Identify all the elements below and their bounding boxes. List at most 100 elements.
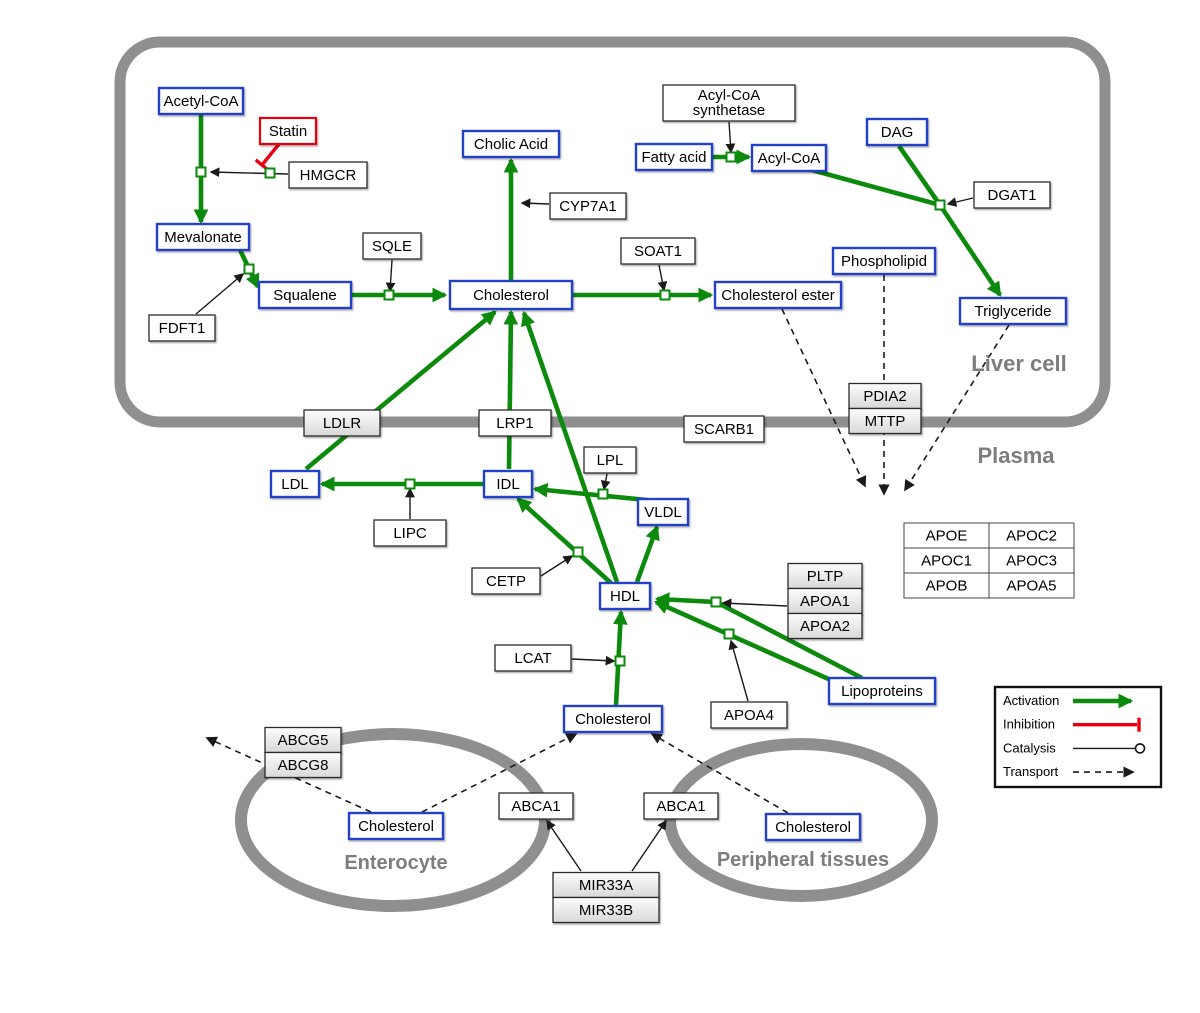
node-label: HDL bbox=[610, 588, 640, 605]
node-label: DGAT1 bbox=[988, 187, 1037, 204]
edge-hdl-to-idl bbox=[516, 497, 613, 585]
node-abca1-enterocyte[interactable]: ABCA1 bbox=[498, 792, 574, 820]
node-phospholipid[interactable]: Phospholipid bbox=[831, 246, 937, 276]
edge-dgat1-junction-to-triglyceride bbox=[938, 203, 1002, 297]
reaction-junction bbox=[597, 488, 609, 500]
node-label: Cholic Acid bbox=[474, 136, 548, 153]
node-pdia2[interactable]: PDIA2 bbox=[848, 382, 922, 410]
node-label: Lipoproteins bbox=[841, 683, 923, 700]
node-cholic-acid[interactable]: Cholic Acid bbox=[461, 129, 561, 159]
edge-soat1-catalysis bbox=[657, 264, 668, 292]
apo-cell-apoe[interactable]: APOE bbox=[903, 522, 990, 549]
node-mir33b[interactable]: MIR33B bbox=[552, 896, 660, 924]
node-hdl[interactable]: HDL bbox=[598, 581, 652, 611]
node-apoa4[interactable]: APOA4 bbox=[710, 701, 788, 729]
node-apoa2[interactable]: APOA2 bbox=[787, 612, 863, 640]
node-abcg5[interactable]: ABCG5 bbox=[264, 726, 342, 754]
node-cholesterol-peripheral[interactable]: Cholesterol bbox=[764, 812, 862, 842]
enterocyte-membrane bbox=[235, 728, 551, 912]
edge-apoa4-catalysis bbox=[728, 639, 749, 702]
edge-vldl-to-idl bbox=[532, 482, 648, 503]
node-fatty-acid[interactable]: Fatty acid bbox=[634, 142, 714, 172]
node-label: Squalene bbox=[273, 287, 336, 304]
node-label: SOAT1 bbox=[634, 243, 682, 260]
node-label: MTTP bbox=[865, 413, 906, 430]
node-squalene[interactable]: Squalene bbox=[257, 280, 353, 310]
apo-cell-label: APOB bbox=[926, 578, 968, 595]
node-label: LRP1 bbox=[496, 415, 534, 432]
node-label: ABCG8 bbox=[278, 757, 329, 774]
edge-dag-to-dgat1-junction bbox=[897, 144, 942, 207]
node-dag[interactable]: DAG bbox=[865, 117, 929, 147]
node-acyl-coa[interactable]: Acyl-CoA bbox=[750, 143, 828, 173]
peripheral-tissues-label: Peripheral tissues bbox=[717, 849, 889, 871]
apo-cell-apoa5[interactable]: APOA5 bbox=[988, 572, 1075, 599]
edge-hmgcr-catalysis bbox=[209, 167, 289, 178]
node-label: APOA2 bbox=[800, 618, 850, 635]
node-idl[interactable]: IDL bbox=[482, 469, 534, 499]
node-pltp[interactable]: PLTP bbox=[787, 562, 863, 590]
node-scarb1[interactable]: SCARB1 bbox=[683, 415, 765, 443]
node-cyp7a1[interactable]: CYP7A1 bbox=[549, 192, 627, 220]
node-lrp1[interactable]: LRP1 bbox=[478, 409, 552, 437]
node-soat1[interactable]: SOAT1 bbox=[620, 237, 696, 265]
node-label: SCARB1 bbox=[694, 421, 754, 438]
apo-cell-apoc2[interactable]: APOC2 bbox=[988, 522, 1075, 549]
node-label: LPL bbox=[597, 452, 624, 469]
node-ldl[interactable]: LDL bbox=[269, 469, 321, 499]
reaction-junction bbox=[243, 263, 255, 275]
node-label: Fatty acid bbox=[641, 149, 706, 166]
reaction-junction bbox=[723, 628, 735, 640]
node-triglyceride[interactable]: Triglyceride bbox=[958, 296, 1068, 326]
node-lpl[interactable]: LPL bbox=[583, 446, 637, 474]
reaction-junction bbox=[195, 166, 207, 178]
node-ldlr[interactable]: LDLR bbox=[303, 409, 381, 437]
enterocyte-label: Enterocyte bbox=[344, 852, 447, 874]
apo-cell-apoc3[interactable]: APOC3 bbox=[988, 547, 1075, 574]
node-mevalonate[interactable]: Mevalonate bbox=[155, 222, 251, 252]
junctions bbox=[195, 151, 946, 667]
node-label: Cholesterol bbox=[575, 711, 651, 728]
node-acetyl-coa[interactable]: Acetyl-CoA bbox=[157, 86, 245, 116]
node-cetp[interactable]: CETP bbox=[471, 567, 541, 595]
node-lipoproteins[interactable]: Lipoproteins bbox=[827, 676, 937, 706]
edge-pltp-apoa-catalysis bbox=[721, 598, 788, 609]
node-label: ABCG5 bbox=[278, 732, 329, 749]
node-cholesterol-liver[interactable]: Cholesterol bbox=[448, 279, 574, 311]
node-label: APOA4 bbox=[724, 707, 774, 724]
node-mir33a[interactable]: MIR33A bbox=[552, 871, 660, 899]
node-dgat1[interactable]: DGAT1 bbox=[973, 181, 1051, 209]
node-cholesterol-enterocyte[interactable]: Cholesterol bbox=[347, 811, 445, 841]
edge-dgat1-catalysis bbox=[946, 197, 974, 207]
node-sqle[interactable]: SQLE bbox=[362, 232, 422, 260]
legend-label-transport: Transport bbox=[1003, 764, 1059, 779]
node-lipc[interactable]: LIPC bbox=[373, 519, 447, 547]
node-hmgcr[interactable]: HMGCR bbox=[288, 161, 368, 189]
node-label: Cholesterol bbox=[358, 818, 434, 835]
reaction-junction bbox=[264, 167, 276, 179]
node-abcg8[interactable]: ABCG8 bbox=[264, 751, 342, 779]
node-statin[interactable]: Statin bbox=[258, 116, 318, 146]
node-apoa1[interactable]: APOA1 bbox=[787, 587, 863, 615]
node-mttp[interactable]: MTTP bbox=[848, 407, 922, 435]
node-cholesterol-ester[interactable]: Cholesterol ester bbox=[713, 280, 843, 310]
node-lcat[interactable]: LCAT bbox=[494, 644, 572, 672]
node-label: LDL bbox=[281, 476, 309, 493]
node-label: VLDL bbox=[644, 504, 682, 521]
edge-idl-to-cholesterol-via-lrp1 bbox=[503, 309, 519, 470]
peripheral-tissues-membrane bbox=[664, 738, 938, 902]
apo-cell-apoc1[interactable]: APOC1 bbox=[903, 547, 990, 574]
node-abca1-peripheral[interactable]: ABCA1 bbox=[643, 792, 719, 820]
liver-cell-membrane bbox=[114, 36, 1111, 428]
node-cholesterol-hdl[interactable]: Cholesterol bbox=[562, 704, 664, 734]
edge-ldl-to-cholesterol-via-ldlr bbox=[304, 310, 497, 471]
node-vldl[interactable]: VLDL bbox=[636, 497, 690, 527]
node-fdft1[interactable]: FDFT1 bbox=[148, 314, 216, 342]
legend-label-activation: Activation bbox=[1003, 693, 1059, 708]
apo-cell-apob[interactable]: APOB bbox=[903, 572, 990, 599]
